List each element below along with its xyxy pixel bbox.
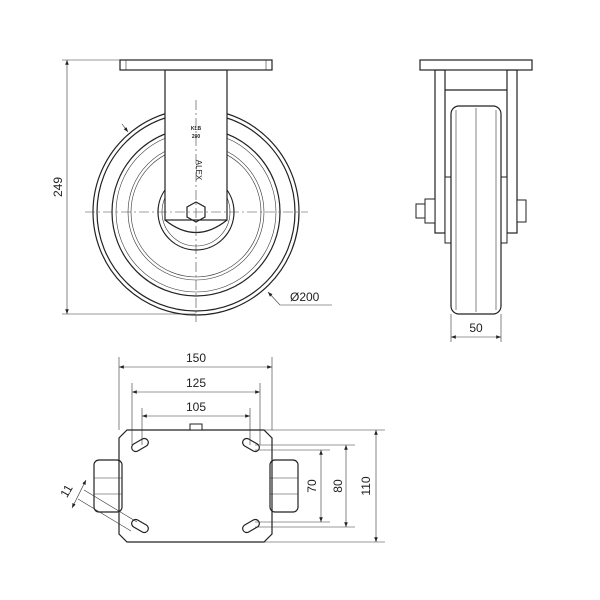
- hole-outer-length-label: 80: [331, 479, 345, 493]
- diameter-label: Ø200: [290, 290, 320, 304]
- plate-width-label: 150: [186, 351, 206, 365]
- bottom-view: 150 125 105 110 80 70 11: [57, 351, 385, 543]
- wheel-right-bottom: [269, 459, 299, 513]
- hole-inner-length-label: 70: [305, 479, 319, 493]
- front-view: KLB 200 ALEX 249 Ø200: [51, 59, 332, 322]
- hole-outer-width-label: 125: [186, 376, 206, 390]
- slot-bottom-right: [242, 518, 260, 534]
- diameter-leader: [267, 291, 332, 306]
- side-view: 50: [415, 59, 533, 342]
- slot-top-left: [131, 437, 149, 453]
- axle-nut-right-icon: [516, 199, 527, 223]
- mounting-slots: [131, 437, 260, 534]
- axle-bolt-end-icon: [415, 203, 426, 219]
- height-dimension-label: 249: [51, 177, 65, 197]
- stamp-text-1: KLB: [191, 126, 202, 132]
- brand-logo: ALEX: [194, 160, 203, 181]
- hole-inner-width-label: 105: [186, 400, 206, 414]
- fork-leg-left: [434, 69, 446, 234]
- plate-length-label: 110: [359, 476, 373, 495]
- top-plate-side: [419, 59, 533, 71]
- mounting-plate: [118, 429, 273, 543]
- wheel-left-bottom: [93, 459, 123, 513]
- fork-leg-right: [506, 69, 518, 234]
- axle-nut-left-icon: [424, 198, 436, 224]
- slot-bottom-left: [131, 518, 149, 534]
- width-dimension-label: 50: [469, 321, 483, 335]
- top-plate: [119, 59, 273, 71]
- stamp-text-2: 200: [192, 134, 201, 140]
- slot-width-label: 11: [57, 482, 76, 500]
- slot-top-right: [242, 437, 260, 453]
- plate-tab: [189, 423, 203, 431]
